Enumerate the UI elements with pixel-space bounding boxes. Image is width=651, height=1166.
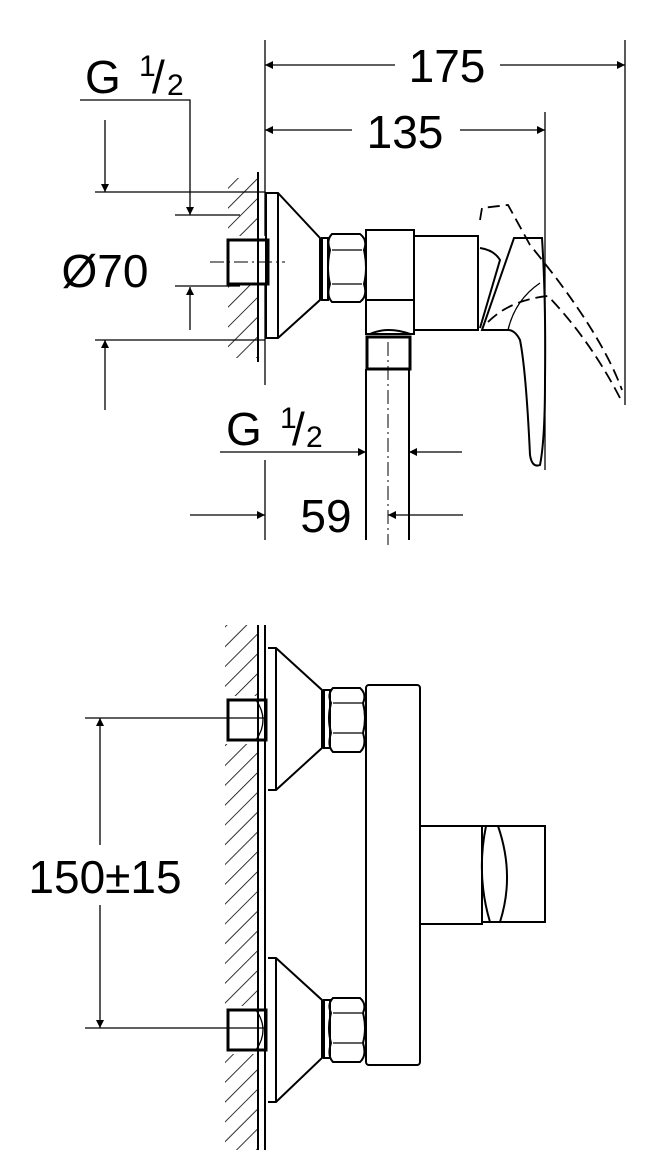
dimension-label-150: 150±15 bbox=[28, 851, 181, 903]
upper-inlet bbox=[226, 647, 366, 791]
thread-callout-top: G 1 / 2 bbox=[80, 50, 240, 330]
thread-callout-outlet: G 1 / 2 bbox=[220, 402, 462, 456]
dimension-175: 175 bbox=[265, 40, 625, 92]
lower-inlet bbox=[226, 957, 366, 1103]
dimension-59: 59 bbox=[190, 490, 463, 542]
flange bbox=[265, 192, 321, 339]
dimension-label-175: 175 bbox=[409, 40, 486, 92]
top-view: 150±15 bbox=[28, 625, 546, 1150]
valve-body bbox=[365, 229, 479, 371]
dimension-135: 135 bbox=[265, 106, 545, 158]
cartridge-housing bbox=[419, 825, 483, 925]
handle bbox=[479, 204, 623, 467]
dimension-inlet-spacing: 150±15 bbox=[28, 717, 265, 1029]
thread-letter: G bbox=[226, 403, 262, 455]
thread-letter: G bbox=[85, 51, 121, 103]
thread-numerator: 1 bbox=[139, 50, 156, 83]
dimension-label-59: 59 bbox=[300, 490, 351, 542]
handle-top bbox=[480, 825, 546, 923]
thread-slash: / bbox=[292, 403, 305, 455]
thread-denominator: 2 bbox=[167, 69, 184, 102]
side-view: 175 135 G 1 / 2 Ø70 bbox=[62, 40, 626, 545]
dimension-label-diameter: Ø70 bbox=[62, 245, 149, 297]
thread-numerator: 1 bbox=[280, 402, 297, 435]
thread-slash: / bbox=[152, 51, 165, 103]
valve-body-top bbox=[365, 684, 421, 1066]
hex-nut bbox=[321, 233, 367, 303]
thread-denominator: 2 bbox=[306, 421, 323, 454]
dimension-label-135: 135 bbox=[367, 106, 444, 158]
